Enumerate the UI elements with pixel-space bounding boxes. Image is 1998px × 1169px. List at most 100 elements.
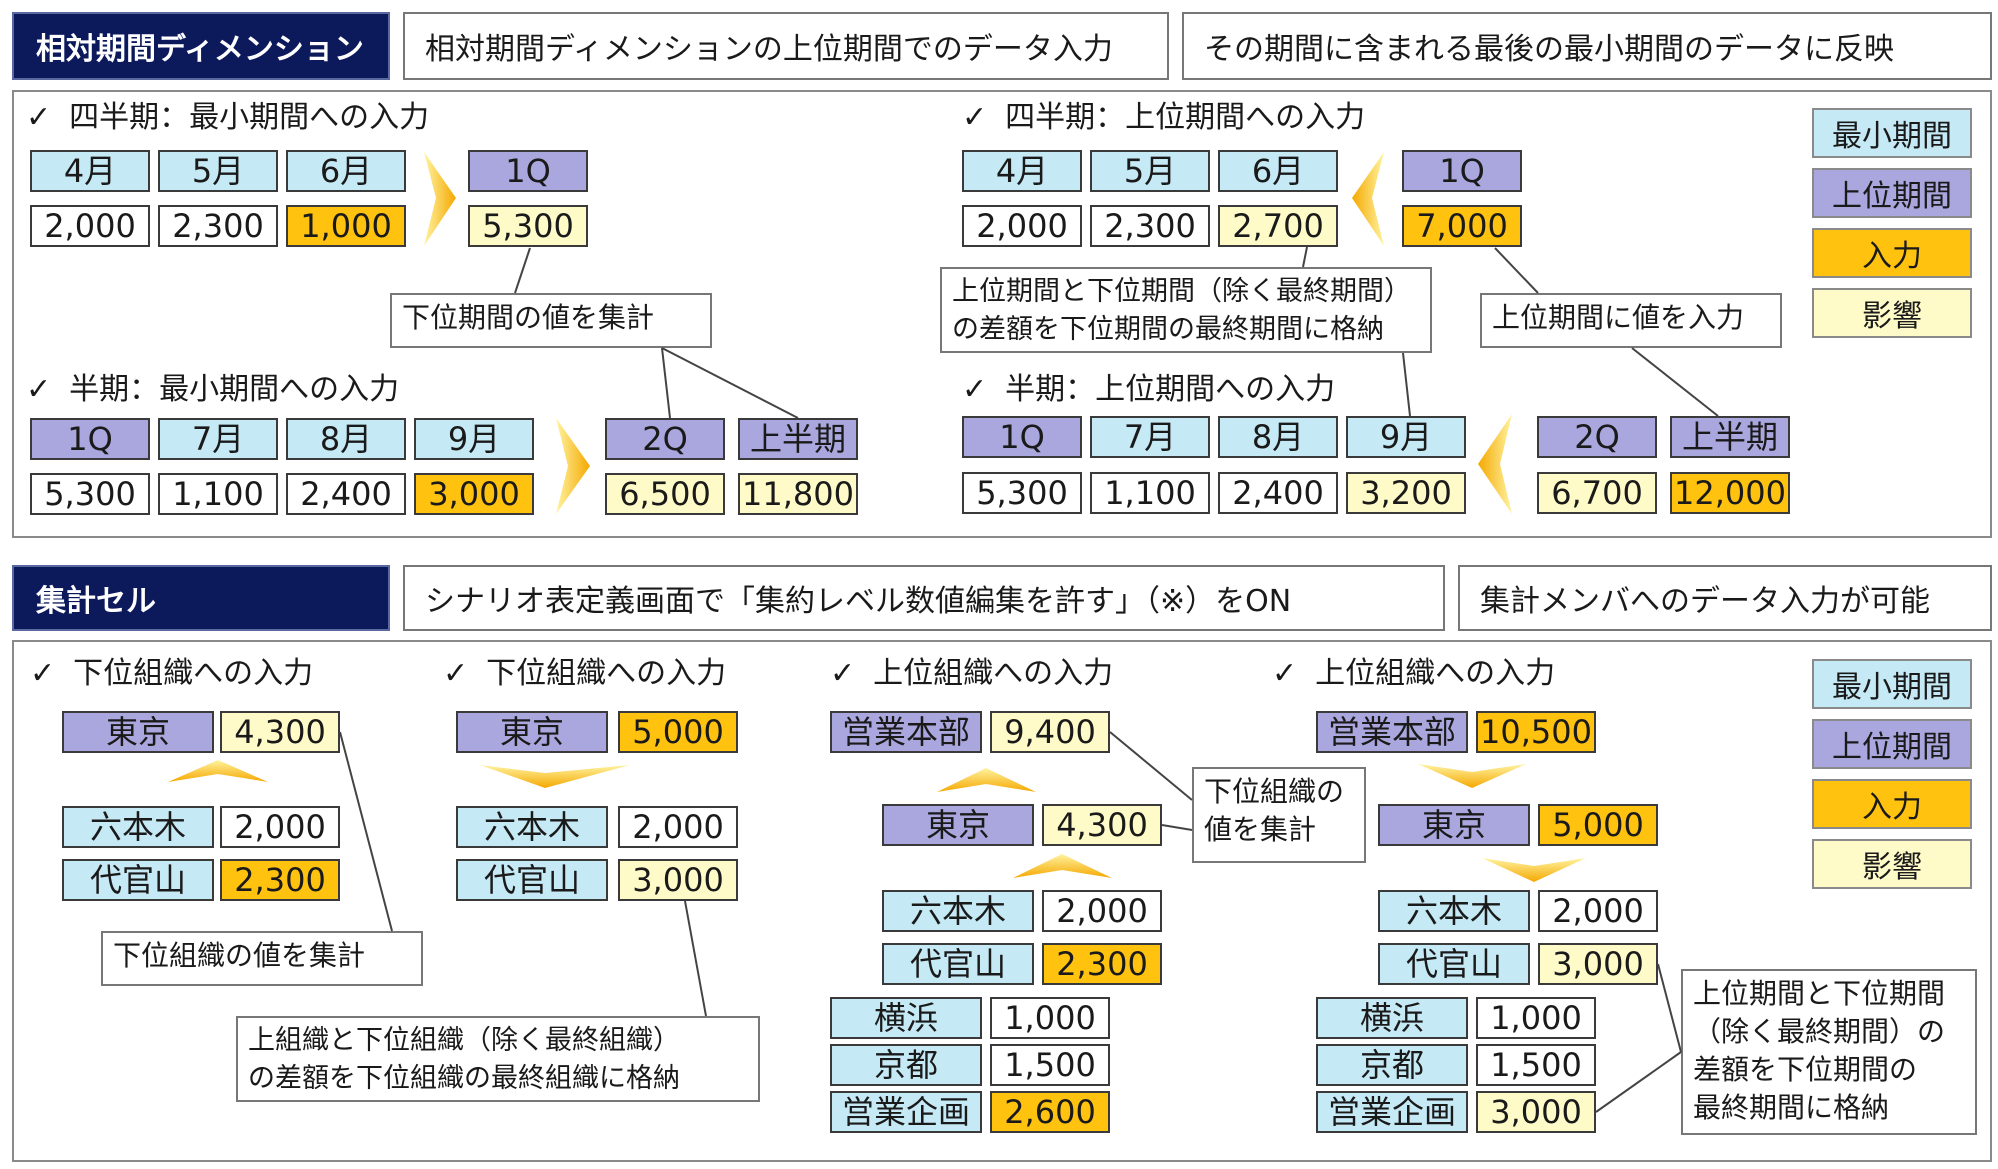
g2-roppongi: 六本木 [456, 806, 608, 848]
q-min-jun: 6月 [286, 150, 406, 192]
g4-roppongi-value: 2,000 [1538, 890, 1658, 932]
h-up-h1-value: 12,000 [1670, 472, 1790, 514]
org-t2-title: ✓ 下位組織への入力 [443, 656, 726, 692]
note-diff-org: 上組織と下位組織（除く最終組織） の差額を下位組織の最終組織に格納 [236, 1016, 760, 1102]
q-min-apr-value: 2,000 [30, 205, 150, 247]
g3-hq: 営業本部 [830, 711, 982, 753]
g4-yokohama: 横浜 [1316, 997, 1468, 1039]
org-t1-title: ✓下位組織への入力 [30, 656, 313, 692]
h-min-1q: 1Q [30, 418, 150, 460]
legend2-upper-period: 上位期間 [1812, 719, 1972, 769]
h-up-jul: 7月 [1090, 416, 1210, 458]
h-up-sep-value: 3,200 [1346, 472, 1466, 514]
note-aggregate-periods: 下位期間の値を集計 [390, 293, 712, 348]
g1-tokyo-value: 4,300 [220, 711, 340, 753]
g1-daikanyama-value: 2,300 [220, 859, 340, 901]
g3-planning-value: 2,600 [990, 1091, 1110, 1133]
g4-daikanyama: 代官山 [1378, 943, 1530, 985]
section1-desc2: その期間に含まれる最後の最小期間のデータに反映 [1182, 12, 1992, 80]
h-up-1q: 1Q [962, 416, 1082, 458]
g2-daikanyama-value: 3,000 [618, 859, 738, 901]
org-t3-title: ✓ 上位組織への入力 [830, 656, 1113, 692]
h-up-title: ✓半期：上位期間への入力 [962, 372, 1335, 408]
legend2-input: 入力 [1812, 779, 1972, 829]
h-up-2q: 2Q [1537, 416, 1657, 458]
q-up-apr: 4月 [962, 150, 1082, 192]
g1-roppongi-value: 2,000 [220, 806, 340, 848]
h-min-jul-value: 1,100 [158, 473, 278, 515]
g1-tokyo: 東京 [62, 711, 214, 753]
g3-daikanyama-value: 2,300 [1042, 943, 1162, 985]
org-t3-title-text: 上位組織への入力 [873, 656, 1114, 691]
q-min-jun-value: 1,000 [286, 205, 406, 247]
q-up-may-value: 2,300 [1090, 205, 1210, 247]
q-up-jun-value: 2,700 [1218, 205, 1338, 247]
g2-daikanyama: 代官山 [456, 859, 608, 901]
h-up-sep: 9月 [1346, 416, 1466, 458]
g3-daikanyama: 代官山 [882, 943, 1034, 985]
g4-daikanyama-value: 3,000 [1538, 943, 1658, 985]
h-min-title: ✓半期：最小期間への入力 [26, 372, 399, 408]
h-up-2q-value: 6,700 [1537, 472, 1657, 514]
section2-desc2: 集計メンバへのデータ入力が可能 [1458, 565, 1992, 631]
check-icon: ✓ [962, 100, 988, 135]
g3-kyoto-value: 1,500 [990, 1044, 1110, 1086]
q-up-may: 5月 [1090, 150, 1210, 192]
h-min-sep: 9月 [414, 418, 534, 460]
note-aggregate-lower-org-2: 下位組織の 値を集計 [1192, 767, 1366, 863]
g3-yokohama: 横浜 [830, 997, 982, 1039]
q-up-apr-value: 2,000 [962, 205, 1082, 247]
h-up-jul-value: 1,100 [1090, 472, 1210, 514]
h-min-h1-value: 11,800 [738, 473, 858, 515]
g4-yokohama-value: 1,000 [1476, 997, 1596, 1039]
org-t2-title-text: 下位組織への入力 [486, 656, 727, 691]
g4-tokyo: 東京 [1378, 804, 1530, 846]
q-up-1q-value: 7,000 [1402, 205, 1522, 247]
section1-desc1: 相対期間ディメンションの上位期間でのデータ入力 [403, 12, 1169, 80]
g4-planning: 営業企画 [1316, 1091, 1468, 1133]
g3-kyoto: 京都 [830, 1044, 982, 1086]
check-icon: ✓ [830, 656, 856, 691]
section1-desc2-text: その期間に含まれる最後の最小期間のデータに反映 [1204, 32, 1894, 67]
q-up-title-text: 四半期：上位期間への入力 [1005, 100, 1366, 135]
org-t4-title: ✓ 上位組織への入力 [1272, 656, 1555, 692]
g2-tokyo-value: 5,000 [618, 711, 738, 753]
g3-roppongi: 六本木 [882, 890, 1034, 932]
g2-roppongi-value: 2,000 [618, 806, 738, 848]
org-t4-title-text: 上位組織への入力 [1315, 656, 1556, 691]
legend2-affected: 影響 [1812, 839, 1972, 889]
h-up-1q-value: 5,300 [962, 472, 1082, 514]
org-t1-title-text: 下位組織への入力 [73, 656, 314, 691]
h-min-1q-value: 5,300 [30, 473, 150, 515]
g3-tokyo-value: 4,300 [1042, 804, 1162, 846]
h-min-jul: 7月 [158, 418, 278, 460]
h-min-aug-value: 2,400 [286, 473, 406, 515]
check-icon: ✓ [1272, 656, 1298, 691]
g4-kyoto: 京都 [1316, 1044, 1468, 1086]
section1-header: 相対期間ディメンション [12, 12, 390, 80]
section2-header-text: 集計セル [36, 584, 156, 619]
q-min-1q-value: 5,300 [468, 205, 588, 247]
g3-planning: 営業企画 [830, 1091, 982, 1133]
q-up-jun: 6月 [1218, 150, 1338, 192]
h-min-2q: 2Q [605, 418, 725, 460]
legend-upper-period: 上位期間 [1812, 168, 1972, 218]
h-min-2q-value: 6,500 [605, 473, 725, 515]
h-min-sep-value: 3,000 [414, 473, 534, 515]
section2-header: 集計セル [12, 565, 390, 631]
q-min-title-text: 四半期：最小期間への入力 [69, 100, 430, 135]
g3-tokyo: 東京 [882, 804, 1034, 846]
h-up-aug: 8月 [1218, 416, 1338, 458]
g4-hq: 営業本部 [1316, 711, 1468, 753]
legend-affected: 影響 [1812, 288, 1972, 338]
g4-roppongi: 六本木 [1378, 890, 1530, 932]
h-up-title-text: 半期：上位期間への入力 [1005, 372, 1336, 407]
section2-desc2-text: 集計メンバへのデータ入力が可能 [1480, 584, 1930, 619]
h-up-aug-value: 2,400 [1218, 472, 1338, 514]
g4-tokyo-value: 5,000 [1538, 804, 1658, 846]
section1-header-text: 相対期間ディメンション [36, 32, 364, 67]
note-diff-periods: 上位期間と下位期間（除く最終期間） の差額を下位期間の最終期間に格納 [940, 267, 1432, 353]
q-min-may-value: 2,300 [158, 205, 278, 247]
check-icon: ✓ [443, 656, 469, 691]
